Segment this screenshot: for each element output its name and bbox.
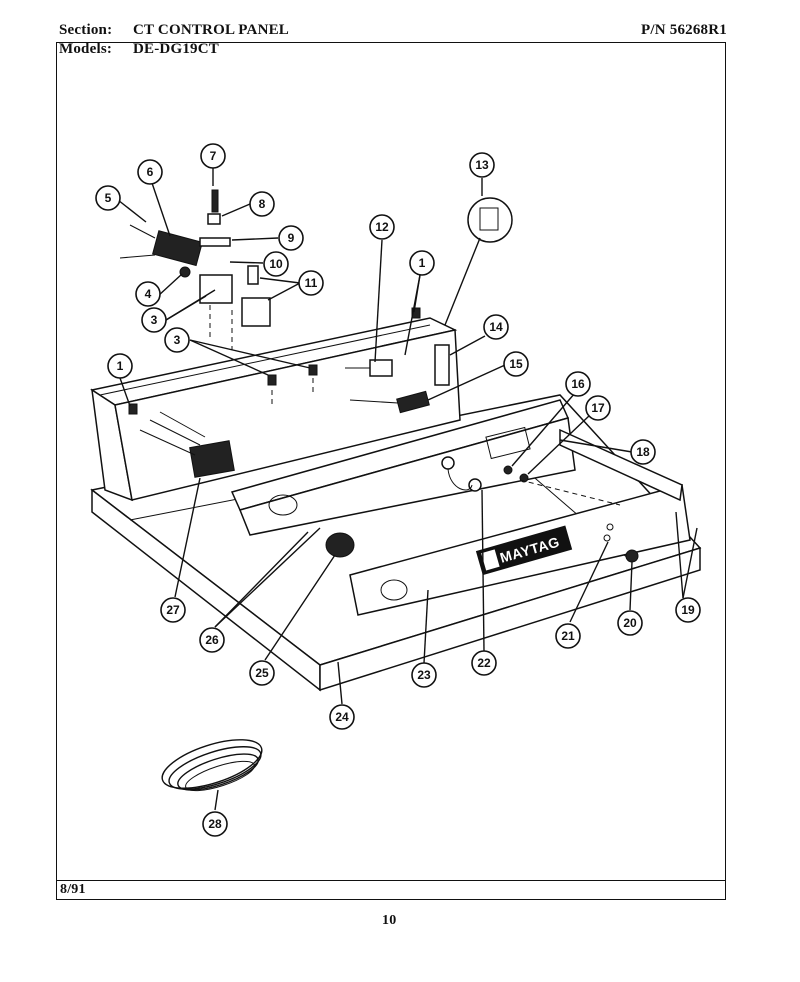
callout: 18 bbox=[630, 439, 656, 465]
callout: 23 bbox=[411, 662, 437, 688]
svg-text:1: 1 bbox=[117, 359, 124, 373]
callout: 10 bbox=[263, 251, 289, 277]
control-knob bbox=[325, 532, 355, 558]
callout: 27 bbox=[160, 597, 186, 623]
callout: 4 bbox=[135, 281, 161, 307]
svg-text:4: 4 bbox=[145, 287, 152, 301]
section-label: Section: bbox=[59, 22, 113, 38]
svg-text:12: 12 bbox=[375, 220, 389, 234]
svg-text:26: 26 bbox=[205, 633, 219, 647]
callout: 26 bbox=[199, 627, 225, 653]
switch-assembly bbox=[119, 189, 271, 327]
svg-text:11: 11 bbox=[305, 276, 318, 290]
models-label: Models: bbox=[59, 41, 113, 57]
callout: 12 bbox=[369, 214, 395, 240]
callout: 14 bbox=[483, 314, 509, 340]
callout: 22 bbox=[471, 650, 497, 676]
part-number: P/N 56268R1 bbox=[641, 22, 727, 38]
svg-text:13: 13 bbox=[475, 158, 489, 172]
svg-text:7: 7 bbox=[210, 149, 217, 163]
callout: 3 bbox=[141, 307, 167, 333]
callout: 11 bbox=[298, 270, 324, 296]
svg-text:20: 20 bbox=[623, 616, 637, 630]
svg-text:17: 17 bbox=[591, 401, 605, 415]
callout: 25 bbox=[249, 660, 275, 686]
svg-text:3: 3 bbox=[174, 333, 181, 347]
callout: 20 bbox=[617, 610, 643, 636]
front-control-panel bbox=[230, 399, 691, 616]
section-title: CT CONTROL PANEL bbox=[133, 22, 290, 38]
footer-divider bbox=[56, 880, 726, 881]
callout: 15 bbox=[503, 351, 529, 377]
svg-text:16: 16 bbox=[571, 377, 585, 391]
page-number: 10 bbox=[382, 913, 397, 928]
leader-lines bbox=[117, 168, 698, 811]
callout: 1 bbox=[107, 353, 133, 379]
center-components bbox=[345, 344, 450, 414]
callout: 1 bbox=[409, 250, 435, 276]
svg-text:15: 15 bbox=[509, 357, 523, 371]
callout: 13 bbox=[469, 152, 495, 178]
svg-text:14: 14 bbox=[489, 320, 503, 334]
callout: 28 bbox=[202, 811, 228, 837]
svg-text:24: 24 bbox=[335, 710, 349, 724]
panel-hole bbox=[606, 523, 614, 531]
svg-text:5: 5 bbox=[105, 191, 112, 205]
page-frame bbox=[56, 42, 726, 900]
indicator-light bbox=[625, 549, 639, 563]
svg-text:19: 19 bbox=[681, 603, 695, 617]
timer-switch bbox=[139, 411, 235, 478]
panel-hole bbox=[603, 534, 611, 542]
callout: 17 bbox=[585, 395, 611, 421]
models-value: DE-DG19CT bbox=[133, 41, 219, 57]
callout: 16 bbox=[565, 371, 591, 397]
callout: 9 bbox=[278, 225, 304, 251]
svg-text:18: 18 bbox=[636, 445, 650, 459]
callout: 3 bbox=[164, 327, 190, 353]
svg-text:28: 28 bbox=[208, 817, 222, 831]
callout: 8 bbox=[249, 191, 275, 217]
callout: 7 bbox=[200, 143, 226, 169]
console-light bbox=[441, 456, 482, 492]
screw bbox=[503, 465, 513, 475]
revision-date: 8/91 bbox=[60, 882, 86, 897]
svg-text:22: 22 bbox=[477, 656, 491, 670]
svg-text:3: 3 bbox=[151, 313, 158, 327]
callout: 6 bbox=[137, 159, 163, 185]
mounting-clip bbox=[467, 197, 513, 243]
callout: 5 bbox=[95, 185, 121, 211]
callout: 24 bbox=[329, 704, 355, 730]
callout: 19 bbox=[675, 597, 701, 623]
wiring-harness bbox=[161, 739, 263, 792]
callout: 21 bbox=[555, 623, 581, 649]
svg-text:1: 1 bbox=[419, 256, 426, 270]
svg-text:8: 8 bbox=[259, 197, 266, 211]
svg-text:21: 21 bbox=[561, 629, 575, 643]
svg-text:6: 6 bbox=[147, 165, 154, 179]
svg-text:23: 23 bbox=[417, 668, 431, 682]
svg-text:10: 10 bbox=[269, 257, 283, 271]
svg-text:27: 27 bbox=[166, 603, 180, 617]
svg-text:25: 25 bbox=[255, 666, 269, 680]
svg-text:9: 9 bbox=[288, 231, 295, 245]
